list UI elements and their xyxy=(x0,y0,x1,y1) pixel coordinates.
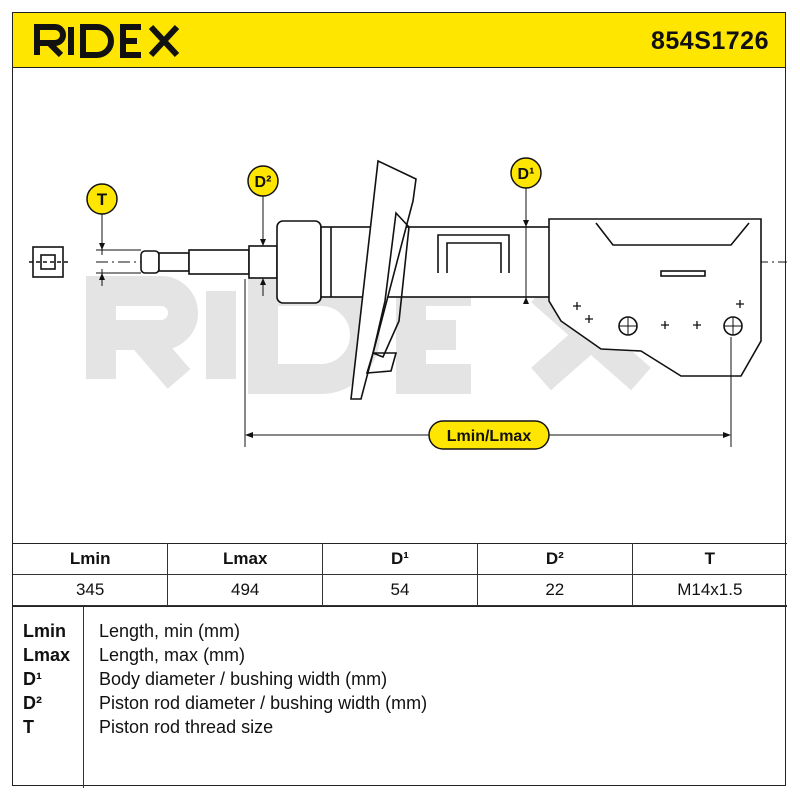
badge-d2-label: D² xyxy=(255,174,272,191)
spec-value-lmin: 345 xyxy=(13,574,169,606)
spring-seat xyxy=(350,159,417,400)
spec-header-d2: D² xyxy=(476,543,633,575)
legend-row-lmin: Lmin Length, min (mm) xyxy=(13,619,787,643)
spec-header-lmax: Lmax xyxy=(167,543,324,575)
spec-header-t: T xyxy=(631,543,787,575)
badge-t: T xyxy=(86,183,118,215)
legend-desc: Length, max (mm) xyxy=(99,645,246,665)
legend-key: T xyxy=(23,717,34,737)
spec-header-d1: D¹ xyxy=(322,543,478,575)
spec-table-value-row: 345 494 54 22 M14x1.5 xyxy=(13,574,787,606)
badge-d1: D¹ xyxy=(510,157,542,189)
knuckle-bracket xyxy=(548,218,762,377)
product-sheet: 854S1726 xyxy=(12,12,787,788)
spec-table: Lmin Lmax D¹ D² T 345 494 54 22 M14x1.5 xyxy=(13,543,787,606)
badge-length: Lmin/Lmax xyxy=(428,420,550,450)
legend-divider xyxy=(83,607,84,788)
badge-d1-label: D¹ xyxy=(518,166,535,183)
spec-header-lmin: Lmin xyxy=(13,543,169,575)
shock-absorber-diagram: T D² D¹ Lmin/Lmax xyxy=(29,157,787,450)
shock-body xyxy=(276,220,554,304)
piston-rod xyxy=(140,245,278,279)
dimension-lines xyxy=(96,187,732,447)
legend: Lmin Length, min (mm) Lmax Length, max (… xyxy=(13,606,787,788)
spec-value-lmax: 494 xyxy=(167,574,324,606)
spec-value-d1: 54 xyxy=(322,574,478,606)
legend-row-lmax: Lmax Length, max (mm) xyxy=(13,643,787,667)
legend-desc: Body diameter / bushing width (mm) xyxy=(99,669,388,689)
legend-key: D² xyxy=(23,693,42,713)
spec-value-t: M14x1.5 xyxy=(631,574,787,606)
part-number: 854S1726 xyxy=(650,27,769,55)
badge-length-label: Lmin/Lmax xyxy=(447,428,532,445)
badge-d2: D² xyxy=(247,165,279,197)
legend-row-t: T Piston rod thread size xyxy=(13,715,787,739)
spec-value-d2: 22 xyxy=(476,574,633,606)
badge-t-label: T xyxy=(97,190,108,209)
spec-table-header-row: Lmin Lmax D¹ D² T xyxy=(13,543,787,575)
dimension-arrows xyxy=(99,220,731,438)
nut-icon xyxy=(29,246,69,278)
legend-desc: Piston rod thread size xyxy=(99,717,274,737)
legend-desc: Piston rod diameter / bushing width (mm) xyxy=(99,693,428,713)
legend-row-d2: D² Piston rod diameter / bushing width (… xyxy=(13,691,787,715)
brand-logo xyxy=(34,24,180,58)
legend-row-d1: D¹ Body diameter / bushing width (mm) xyxy=(13,667,787,691)
legend-key: Lmax xyxy=(23,645,71,665)
bracket-clip xyxy=(437,234,510,273)
header-bar: 854S1726 xyxy=(13,13,785,68)
legend-key: D¹ xyxy=(23,669,42,689)
legend-key: Lmin xyxy=(23,621,66,641)
legend-desc: Length, min (mm) xyxy=(99,621,241,641)
